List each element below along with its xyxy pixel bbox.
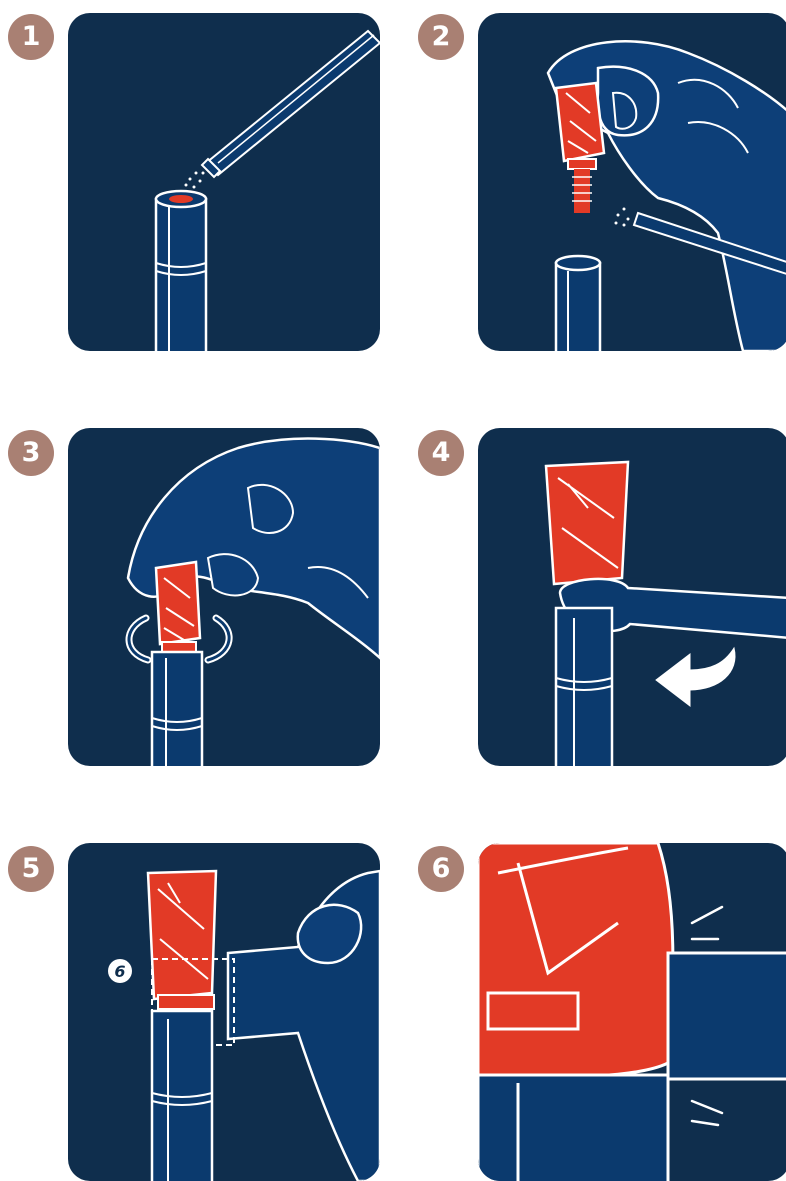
step-3-number-badge: 3 [8, 430, 54, 476]
drill-head [156, 562, 200, 652]
step-6-number-badge: 6 [418, 846, 464, 892]
step-3-illustration [68, 428, 380, 766]
shank-closeup [478, 1075, 668, 1181]
step-4-panel [478, 428, 786, 766]
wrench-closeup [668, 953, 786, 1079]
step-1-panel [68, 13, 380, 351]
step-2-number-badge: 2 [418, 14, 464, 60]
shank [152, 652, 202, 766]
wrench-hand [228, 871, 380, 1181]
tighten-arrow-icon [656, 648, 735, 706]
step-2-panel [478, 13, 786, 351]
step-5-panel: 6 [68, 843, 380, 1181]
step-5-illustration: 6 [68, 843, 380, 1181]
spray-dots [615, 208, 630, 227]
drill-head-closeup [478, 843, 673, 1076]
shank [156, 191, 206, 351]
callout-6: 6 [108, 959, 132, 983]
drill-head [546, 462, 628, 584]
step-6-illustration [478, 843, 786, 1181]
step-5-number-badge: 5 [8, 846, 54, 892]
drill-head [148, 871, 216, 1009]
step-6-panel [478, 843, 786, 1181]
callout-number: 6 [114, 962, 125, 981]
spray-dots [185, 172, 205, 189]
step-4-illustration [478, 428, 786, 766]
step-4-number-badge: 4 [418, 430, 464, 476]
shank [556, 256, 600, 351]
lubricant-nozzle [202, 31, 380, 177]
step-3-panel [68, 428, 380, 766]
drill-head [556, 83, 604, 213]
shank [556, 608, 612, 766]
thread [572, 169, 592, 213]
step-1-illustration [68, 13, 380, 351]
step-1-number-badge: 1 [8, 14, 54, 60]
step-2-illustration [478, 13, 786, 351]
shank [152, 1011, 212, 1181]
